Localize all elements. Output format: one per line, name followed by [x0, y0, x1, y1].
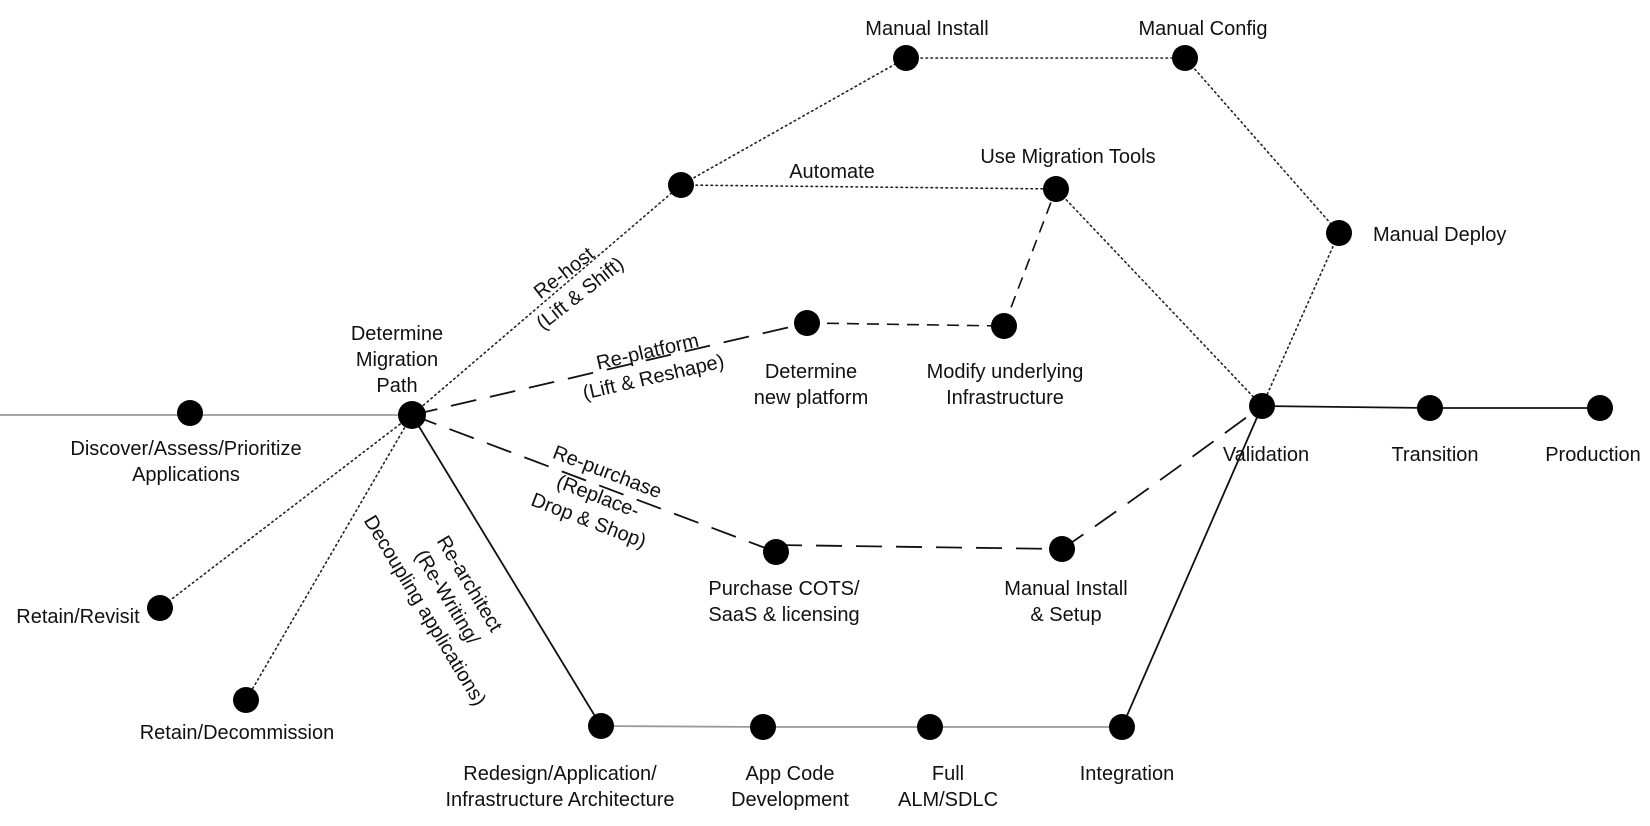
label-discover-line: Applications — [132, 464, 240, 486]
label-full-alm-line: Full — [932, 763, 964, 785]
label-transition: Transition — [1391, 444, 1478, 466]
node-determine-new-platform — [794, 310, 820, 336]
label-purchase-cots-line: Purchase COTS/ — [708, 578, 860, 600]
label-redesign: Redesign/Application/Infrastructure Arch… — [446, 763, 675, 811]
edge-manual-deploy-to-validation — [1261, 232, 1340, 407]
edge-manual-config-to-manual-deploy — [1184, 57, 1340, 234]
edge-purchase-cots-to-manual-setup — [775, 544, 1063, 550]
node-redesign — [588, 713, 614, 739]
label-retain-revisit: Retain/Revisit — [16, 606, 140, 628]
label-app-code-line: App Code — [746, 763, 835, 785]
node-retain-revisit — [147, 595, 173, 621]
label-determine-new-platform: Determine new platform — [754, 361, 869, 409]
label-purchase-cots: Purchase COTS/SaaS & licensing — [708, 578, 860, 626]
label-manual-install-line: Manual Install — [865, 18, 988, 40]
label-discover-line: Discover/Assess/Prioritize — [70, 438, 301, 460]
nodes — [147, 45, 1613, 740]
label-determine-path-line: Migration — [356, 349, 438, 371]
label-use-migration-tools: Use Migration Tools — [980, 146, 1155, 168]
edge-rehost-to-manual-install — [680, 57, 907, 186]
label-redesign-line: Infrastructure Architecture — [446, 789, 675, 811]
label-automate: Automate — [789, 161, 875, 183]
label-production: Production — [1545, 444, 1641, 466]
label-manual-config: Manual Config — [1139, 18, 1268, 40]
node-purchase-cots — [763, 539, 789, 565]
label-determine-new-platform-line: Determine — [765, 361, 857, 383]
node-manual-deploy — [1326, 220, 1352, 246]
label-integration-line: Integration — [1080, 763, 1175, 785]
label-rehost: Re-host(Lift & Shift) — [516, 232, 628, 334]
edges — [0, 57, 1601, 728]
edge-determine-to-redesign — [411, 414, 602, 727]
edge-new-platform-to-modify-infra — [806, 322, 1005, 327]
label-validation: Validation — [1223, 444, 1309, 466]
node-manual-install-setup — [1049, 536, 1075, 562]
edge-determine-to-retain-decommission — [245, 414, 413, 701]
edge-manual-setup-to-validation — [1061, 405, 1263, 550]
label-rearchitect-line: Decoupling applications) — [359, 512, 490, 710]
edge-automate — [680, 184, 1057, 190]
label-use-migration-tools-line: Use Migration Tools — [980, 146, 1155, 168]
edge-determine-to-new-platform — [411, 322, 808, 416]
node-app-code — [750, 714, 776, 740]
node-retain-decommission — [233, 687, 259, 713]
label-manual-install-setup-line: & Setup — [1030, 604, 1101, 626]
label-integration: Integration — [1080, 763, 1175, 785]
node-use-migration-tools — [1043, 176, 1069, 202]
node-rehost — [668, 172, 694, 198]
edge-determine-to-retain-revisit — [159, 414, 413, 609]
node-manual-install — [893, 45, 919, 71]
label-transition-line: Transition — [1391, 444, 1478, 466]
label-modify-infrastructure-line: Modify underlying — [927, 361, 1084, 383]
label-manual-install: Manual Install — [865, 18, 988, 40]
label-retain-decommission: Retain/Decommission — [140, 722, 335, 744]
label-production-line: Production — [1545, 444, 1641, 466]
label-repurchase: Re-purchase(Replace-Drop & Shop) — [528, 440, 668, 553]
label-retain-revisit-line: Retain/Revisit — [16, 606, 140, 628]
label-automate-line: Automate — [789, 161, 875, 183]
node-modify-infrastructure — [991, 313, 1017, 339]
label-redesign-line: Redesign/Application/ — [463, 763, 657, 785]
label-validation-line: Validation — [1223, 444, 1309, 466]
label-replatform: Re-platform(Lift & Reshape) — [575, 325, 727, 404]
edge-redesign-to-app-code — [600, 725, 764, 728]
label-retain-decommission-line: Retain/Decommission — [140, 722, 335, 744]
node-discover — [177, 400, 203, 426]
edge-validation-to-transition — [1261, 405, 1431, 409]
label-manual-install-setup-line: Manual Install — [1004, 578, 1127, 600]
node-transition — [1417, 395, 1443, 421]
label-full-alm-line: ALM/SDLC — [898, 789, 998, 811]
node-full-alm — [917, 714, 943, 740]
edge-modify-infra-to-migration-tools — [1003, 188, 1057, 327]
label-determine-path-line: Path — [376, 375, 417, 397]
label-modify-infrastructure-line: Infrastructure — [946, 387, 1064, 409]
node-manual-config — [1172, 45, 1198, 71]
node-production — [1587, 395, 1613, 421]
edge-migration-tools-to-validation — [1055, 188, 1263, 407]
label-determine-new-platform-line: new platform — [754, 387, 869, 409]
label-manual-config-line: Manual Config — [1139, 18, 1268, 40]
label-manual-deploy-line: Manual Deploy — [1373, 224, 1506, 246]
label-manual-install-setup: Manual Install & Setup — [1004, 578, 1127, 626]
label-manual-deploy: Manual Deploy — [1373, 224, 1506, 246]
label-rearchitect: Re-architect(Re-Writing/Decoupling appli… — [359, 485, 535, 710]
node-integration — [1109, 714, 1135, 740]
label-purchase-cots-line: SaaS & licensing — [708, 604, 859, 626]
node-determine-path — [398, 401, 426, 429]
label-determine-path-line: Determine — [351, 323, 443, 345]
edge-labels: Automate Re-host(Lift & Shift) Re-platfo… — [359, 161, 875, 710]
edge-integration-to-validation — [1121, 405, 1263, 728]
label-app-code-line: Development — [731, 789, 849, 811]
node-validation — [1249, 393, 1275, 419]
edge-determine-to-rehost — [411, 184, 682, 416]
edge-determine-to-purchase-cots — [411, 414, 777, 553]
